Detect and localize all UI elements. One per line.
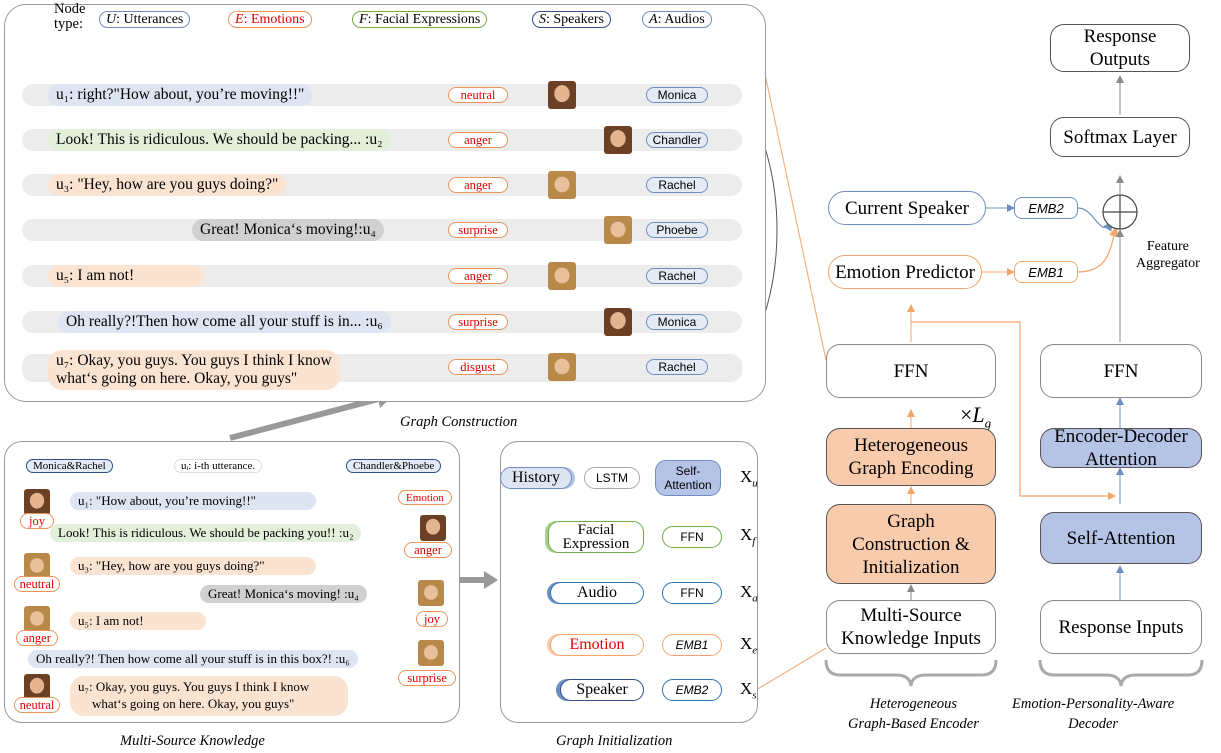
msk-face-phoebe: [418, 580, 444, 606]
lstm-box: LSTM: [584, 467, 640, 489]
face-image-monica: [548, 81, 576, 109]
emotion-node: anger: [448, 177, 508, 193]
emb2-box: EMB2: [1014, 197, 1078, 219]
output-xs: Xs: [740, 679, 757, 702]
speaker-node: Monica: [646, 314, 708, 330]
speaker-node: Chandler: [646, 132, 708, 148]
msk-face-monica: [24, 489, 50, 515]
emb2-init-box: EMB2: [662, 679, 722, 701]
emotion-node: anger: [448, 268, 508, 284]
utterance-node-u5: u₅: I am not!: [48, 265, 204, 287]
utterance-node-u3: u₃: "Hey, how are you guys doing?": [48, 174, 287, 196]
msk-emotion-tag: Emotion: [398, 490, 452, 505]
emb1-init-box: EMB1: [662, 634, 722, 656]
output-xe: Xe: [740, 634, 758, 657]
emotion-node: neutral: [448, 87, 508, 103]
msk-emotion-label: anger: [16, 630, 58, 646]
speaker-node: Rachel: [646, 268, 708, 284]
current-speaker-box: Current Speaker: [828, 191, 986, 225]
node-type-audios: A: Audios: [642, 11, 712, 28]
ffn-audio-box: FFN: [662, 582, 722, 604]
msk-face-monica: [24, 674, 50, 700]
face-image-chandler: [604, 126, 632, 154]
layer-count-label: ×Lg: [960, 402, 992, 431]
emb1-box: EMB1: [1014, 261, 1078, 283]
emotion-node: disgust: [448, 359, 508, 375]
response-inputs-box: Response Inputs: [1040, 600, 1202, 654]
graph-construction-panel: [4, 4, 766, 402]
face-image-rachel: [548, 353, 576, 381]
self-attention-box: Self-Attention: [655, 460, 721, 496]
msk-face-rachel: [24, 606, 50, 632]
emotion-input: Emotion: [550, 634, 644, 656]
msk-face-chandler: [420, 515, 446, 541]
multi-source-knowledge-caption: Multi-Source Knowledge: [120, 733, 265, 749]
utterance-node-u4: Great! Monica‘s moving!:u₄: [192, 219, 384, 241]
speaker-input: Speaker: [560, 679, 644, 701]
speaker-node: Phoebe: [646, 222, 708, 238]
ffn-facial-box: FFN: [662, 526, 722, 548]
msk-tag-chandler-phoebe: Chandler&Phoebe: [346, 459, 442, 473]
msk-utterance-u3: u₃: "Hey, how are you guys doing?": [70, 557, 316, 575]
node-type-utterances: U: Utterances: [99, 11, 191, 28]
msk-utterance-u1: u₁: "How about, you’re moving!!": [70, 492, 316, 510]
speaker-node: Monica: [646, 87, 708, 103]
utterance-node-u2: Look! This is ridiculous. We should be p…: [48, 129, 391, 151]
output-xf: Xf: [740, 525, 756, 548]
node-type-label: Node type:: [54, 1, 86, 32]
decoder-ffn-box: FFN: [1040, 344, 1202, 398]
node-type-speakers: S: Speakers: [532, 11, 611, 28]
msk-emotion-label: joy: [416, 611, 448, 627]
msk-utterance-u4: Great! Monica‘s moving! :u₄: [200, 585, 367, 603]
node-type-emotions: E: Emotions: [228, 11, 312, 28]
speaker-node: Rachel: [646, 177, 708, 193]
audio-input: Audio: [550, 582, 644, 604]
face-image-rachel: [548, 262, 576, 290]
msk-tag-monica-rachel: Monica&Rachel: [26, 459, 113, 473]
graph-initialization-caption: Graph Initialization: [556, 733, 673, 749]
self-attention-box: Self-Attention: [1040, 512, 1202, 564]
utterance-node-u1: u₁: right?"How about, you’re moving!!": [48, 84, 313, 106]
utterance-node-u6: Oh really?!Then how come all your stuff …: [58, 311, 391, 333]
msk-face-rachel: [24, 553, 50, 579]
msk-emotion-label: surprise: [398, 670, 456, 686]
face-image-rachel: [548, 171, 576, 199]
face-image-phoebe: [604, 216, 632, 244]
emotion-node: surprise: [448, 222, 508, 238]
msk-utterance-u7: u₇: Okay, you guys. You guys I think I k…: [70, 676, 348, 716]
msk-utterance-u2: Look! This is ridiculous. We should be p…: [50, 524, 362, 542]
msk-emotion-label: neutral: [14, 697, 60, 713]
emotion-node: surprise: [448, 314, 508, 330]
history-input: History: [500, 467, 572, 489]
encoder-ffn-box: FFN: [826, 344, 996, 398]
emotion-predictor-box: Emotion Predictor: [828, 255, 982, 289]
msk-utterance-u6: Oh really?! Then how come all your stuff…: [28, 650, 358, 668]
msk-emotion-label: neutral: [14, 576, 60, 592]
msk-tag-utterance-note: uᵢ: i-th utterance.: [174, 459, 263, 473]
graph-construction-caption: Graph Construction: [400, 414, 518, 430]
output-xu: Xu: [740, 467, 758, 490]
output-xa: Xa: [740, 582, 758, 605]
msk-face-rachel: [418, 640, 444, 666]
msk-emotion-label: joy: [20, 513, 54, 529]
softmax-layer-box: Softmax Layer: [1050, 117, 1190, 157]
speaker-node: Rachel: [646, 359, 708, 375]
node-type-facial-expressions: F: Facial Expressions: [352, 11, 488, 28]
msk-emotion-label: anger: [404, 542, 452, 558]
utterance-node-u7: u₇: Okay, you guys. You guys I think I k…: [48, 350, 340, 390]
face-image-monica: [604, 308, 632, 336]
emotion-node: anger: [448, 132, 508, 148]
msk-utterance-u5: u₅: I am not!: [70, 612, 206, 630]
